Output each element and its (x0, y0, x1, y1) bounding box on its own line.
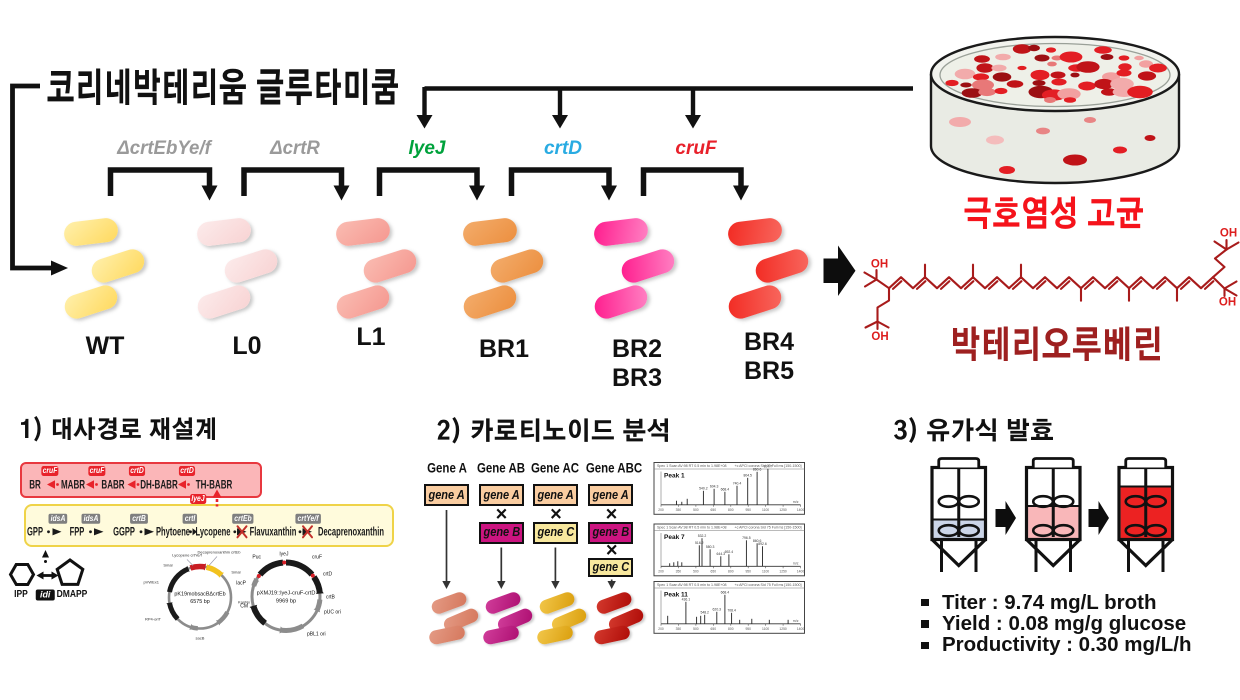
svg-text:Spec 1 Scan AV:98 RT 0.5 min t: Spec 1 Scan AV:98 RT 0.5 min to 1.98E+08 (657, 464, 727, 468)
svg-text:200: 200 (658, 627, 664, 631)
svg-text:Puc: Puc (252, 555, 261, 561)
svg-text:200: 200 (658, 508, 664, 512)
svg-text:sacB: sacB (196, 636, 205, 641)
svg-text:668.4: 668.4 (721, 487, 730, 491)
svg-text:Peak 7: Peak 7 (664, 534, 685, 541)
svg-text:OH: OH (871, 259, 888, 271)
svg-text:KanNx: KanNx (238, 600, 250, 605)
svg-text:800: 800 (728, 627, 734, 631)
svg-text:650: 650 (711, 569, 717, 573)
svg-text:950: 950 (745, 627, 751, 631)
svg-text:1400: 1400 (797, 569, 805, 573)
svg-text:6575 bp: 6575 bp (190, 599, 210, 605)
svg-text:1250: 1250 (779, 627, 787, 631)
svg-text:+c APCI corona Sid 75 Full ms: +c APCI corona Sid 75 Full ms [150-1500] (734, 526, 801, 530)
svg-text:Spec 1 Scan AV:98 RT 0.5 min t: Spec 1 Scan AV:98 RT 0.5 min to 1.98E+08 (657, 526, 727, 530)
svg-text:m/z: m/z (793, 561, 799, 565)
svg-text:lacP: lacP (236, 581, 246, 587)
svg-text:436.1: 436.1 (682, 597, 691, 601)
svg-text:950: 950 (745, 569, 751, 573)
svg-text:RP4-oriT: RP4-oriT (145, 617, 162, 622)
svg-text:CM: CM (240, 604, 248, 610)
svg-text:pXMJ19::lyeJ-cruF-crtD: pXMJ19::lyeJ-cruF-crtD (257, 591, 316, 597)
svg-text:SmaI: SmaI (163, 563, 172, 568)
svg-text:650: 650 (711, 508, 717, 512)
svg-text:m/z: m/z (793, 500, 799, 504)
svg-text:800: 800 (728, 569, 734, 573)
svg-text:pK19mobsacBΔcrtEb: pK19mobsacBΔcrtEb (174, 592, 225, 598)
svg-text:350: 350 (676, 627, 682, 631)
svg-text:+c APCI corona Sid 75 Full ms: +c APCI corona Sid 75 Full ms [150-1500] (734, 583, 801, 587)
svg-text:950: 950 (745, 508, 751, 512)
svg-text:668.4: 668.4 (721, 590, 730, 594)
svg-text:crtD: crtD (323, 572, 333, 578)
svg-text:pBL1 ori: pBL1 ori (307, 632, 326, 638)
svg-text:500: 500 (693, 627, 699, 631)
svg-text:548.2: 548.2 (700, 610, 709, 614)
svg-text:650: 650 (711, 627, 717, 631)
svg-text:200: 200 (658, 569, 664, 573)
svg-text:350: 350 (676, 508, 682, 512)
svg-text:860.6: 860.6 (753, 539, 762, 543)
svg-text:644.3: 644.3 (717, 552, 726, 556)
svg-text:516.2: 516.2 (695, 541, 704, 545)
svg-text:m/z: m/z (793, 619, 799, 623)
svg-text:804.5: 804.5 (743, 473, 752, 477)
svg-text:796.5: 796.5 (742, 536, 751, 540)
svg-text:1100: 1100 (762, 508, 769, 512)
svg-text:1100: 1100 (762, 627, 769, 631)
svg-text:Spec 1 Scan AV:98 RT 0.5 min t: Spec 1 Scan AV:98 RT 0.5 min to 1.98E+08 (657, 583, 727, 587)
svg-text:9969 bp: 9969 bp (276, 599, 296, 605)
svg-text:708.4: 708.4 (727, 608, 736, 612)
svg-text:1100: 1100 (762, 569, 769, 573)
svg-text:860.6: 860.6 (753, 467, 762, 471)
svg-text:892.6: 892.6 (758, 542, 767, 546)
svg-text:800: 800 (728, 508, 734, 512)
svg-text:crtB: crtB (326, 595, 336, 601)
svg-text:+c APCI corona Sid 75 Full ms: +c APCI corona Sid 75 Full ms [150-1500] (734, 464, 801, 468)
svg-text:SmaI: SmaI (231, 570, 240, 575)
svg-text:1400: 1400 (797, 627, 805, 631)
svg-text:OH: OH (1220, 228, 1237, 240)
svg-text:lyeJ: lyeJ (280, 552, 289, 558)
svg-text:692.4: 692.4 (725, 550, 734, 554)
svg-text:OH: OH (1219, 297, 1236, 309)
svg-text:Decaprenoxanthin crtEb: Decaprenoxanthin crtEb (198, 550, 242, 555)
svg-text:924.7: 924.7 (764, 464, 773, 468)
svg-text:1250: 1250 (779, 508, 787, 512)
svg-text:500: 500 (693, 508, 699, 512)
svg-text:620.3: 620.3 (713, 607, 722, 611)
svg-text:500: 500 (693, 569, 699, 573)
svg-text:532.2: 532.2 (698, 534, 707, 538)
svg-text:540.2: 540.2 (699, 486, 708, 490)
svg-text:1400: 1400 (797, 508, 805, 512)
svg-text:Peak 11: Peak 11 (664, 592, 688, 599)
svg-text:1250: 1250 (779, 569, 787, 573)
svg-text:pVWEx1: pVWEx1 (143, 580, 159, 585)
svg-text:740.4: 740.4 (733, 481, 742, 485)
svg-text:Peak 1: Peak 1 (664, 473, 685, 480)
svg-text:604.3: 604.3 (710, 484, 719, 488)
svg-text:350: 350 (676, 569, 682, 573)
svg-text:Lycopene crtYe/f: Lycopene crtYe/f (172, 553, 202, 558)
svg-text:pUC ori: pUC ori (324, 610, 341, 616)
svg-text:580.3: 580.3 (706, 545, 715, 549)
svg-text:OH: OH (871, 331, 888, 343)
svg-text:cruF: cruF (312, 555, 322, 561)
